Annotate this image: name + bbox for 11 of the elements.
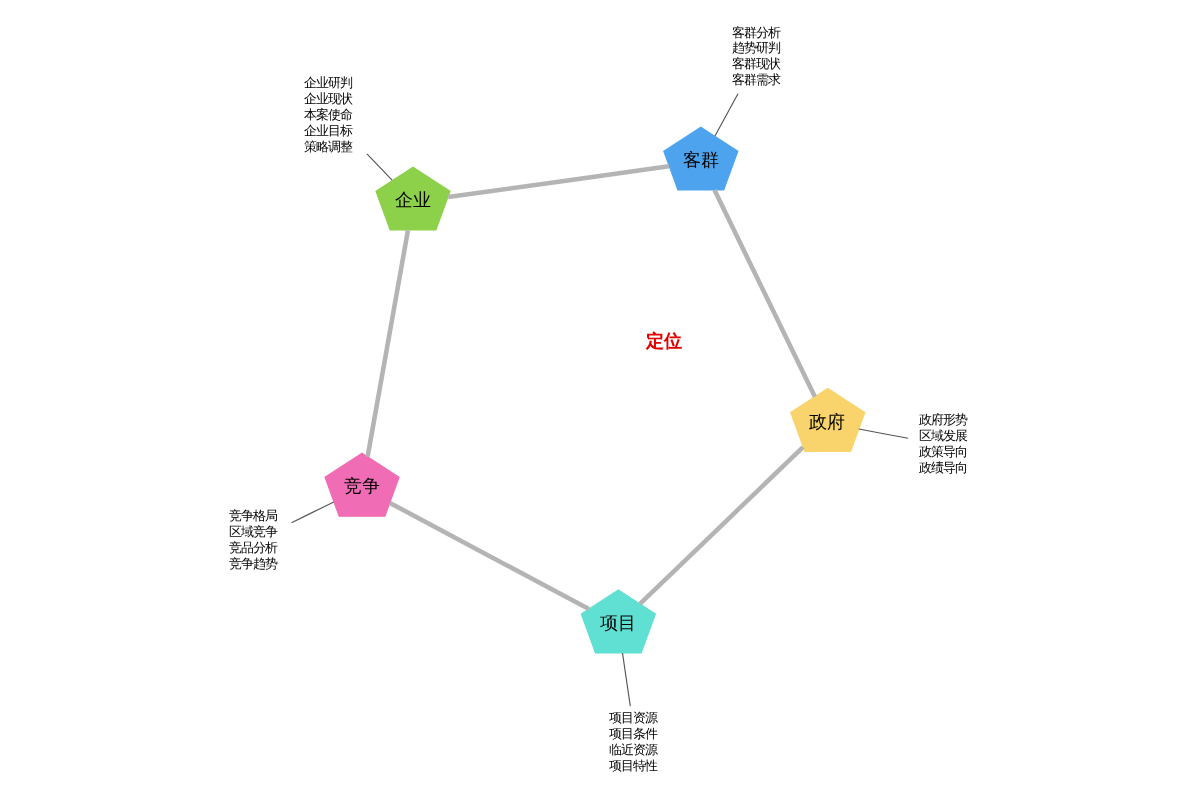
connector: [388, 500, 590, 612]
connector: [447, 164, 670, 200]
connector: [365, 230, 411, 458]
label: 定位: [645, 333, 682, 354]
connector: [621, 652, 631, 707]
connector: [712, 189, 817, 398]
connector: [714, 93, 739, 137]
connector: [858, 428, 909, 439]
connector: [291, 501, 335, 524]
connector: [638, 445, 805, 606]
connector: [366, 153, 393, 181]
